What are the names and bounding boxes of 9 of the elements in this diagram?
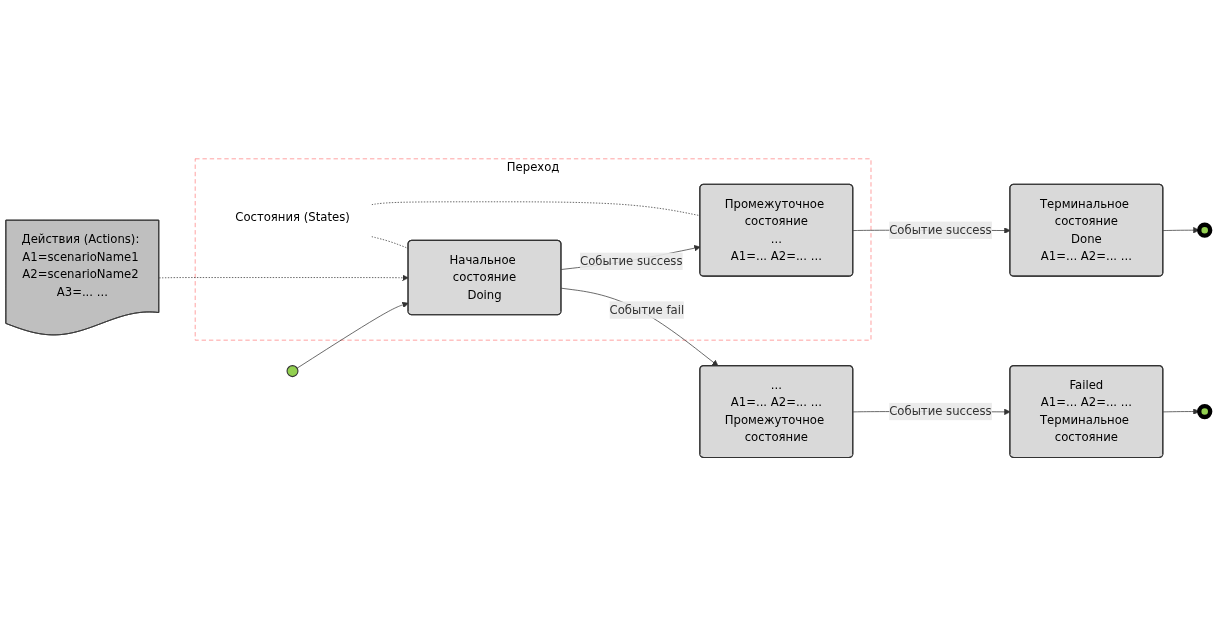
node-circle [1197,404,1213,420]
edge-label: Событие success [580,254,683,269]
connector [371,236,409,250]
node-circle [286,365,299,378]
node-circle [1197,222,1213,239]
edge-label: Событие fail [609,303,685,318]
node-text: Состояния (States) [235,210,350,225]
edge-label: Событие success [889,223,992,238]
edge-label: Событие success [889,404,992,419]
